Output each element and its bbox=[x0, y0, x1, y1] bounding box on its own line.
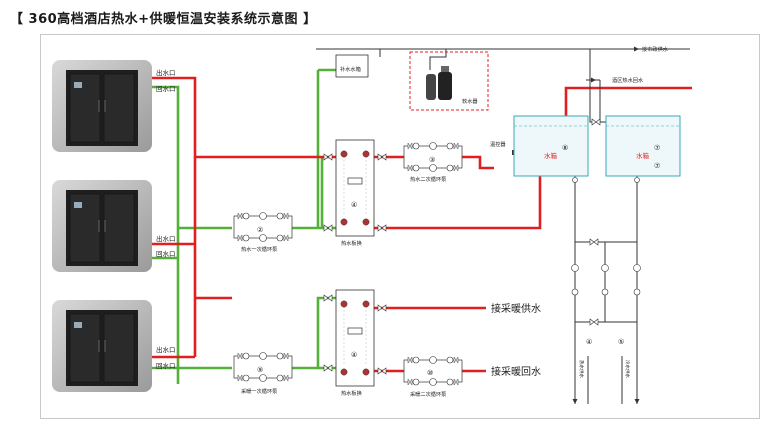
diagram-frame bbox=[40, 34, 760, 419]
label-hot-primary-pump: 热水一次循环泵 bbox=[241, 245, 277, 253]
marker-2: ② bbox=[257, 226, 263, 234]
label-water-tank-2: 水箱 bbox=[636, 151, 650, 160]
label-makeup-tank: 补水水箱 bbox=[340, 65, 361, 73]
label-outlet-1: 出水口 bbox=[156, 68, 176, 77]
water-tank-2 bbox=[605, 115, 681, 177]
label-outlet-3: 出水口 bbox=[156, 345, 176, 354]
makeup-tank bbox=[335, 54, 369, 78]
label-outlet-2: 出水口 bbox=[156, 234, 176, 243]
heater-unit-2 bbox=[51, 179, 153, 273]
label-hot-secondary-pump: 热水二次循环泵 bbox=[410, 175, 446, 183]
label-water-tank-1: 水箱 bbox=[544, 151, 558, 160]
marker-4-top: ④ bbox=[351, 201, 357, 209]
marker-8: ⑧ bbox=[562, 144, 568, 152]
label-riser-left: 热水供水 bbox=[578, 360, 585, 378]
page-title: 【 360高档酒店热水+供暖恒温安装系统示意图 】 bbox=[10, 12, 317, 27]
marker-9: ⑨ bbox=[257, 366, 263, 374]
heater-unit-3 bbox=[51, 299, 153, 393]
marker-7-a: ⑦ bbox=[654, 144, 660, 152]
marker-4-bottom: ④ bbox=[351, 351, 357, 359]
label-hotel-return: 酒区热水回水 bbox=[612, 76, 644, 84]
water-tank-1 bbox=[513, 115, 589, 177]
label-heating-secondary-pump: 采暖二次循环泵 bbox=[410, 390, 446, 398]
label-softener: 软水器 bbox=[462, 97, 478, 105]
label-return-3: 回水口 bbox=[156, 361, 176, 370]
label-temp-controller: 温控器 bbox=[490, 140, 506, 148]
label-hot-exchanger: 热水板换 bbox=[341, 239, 363, 247]
marker-3: ③ bbox=[429, 156, 435, 164]
heater-unit-1 bbox=[51, 59, 153, 153]
return-pipes bbox=[152, 62, 344, 384]
marker-10: ⑩ bbox=[427, 369, 433, 377]
label-return-1: 回水口 bbox=[156, 84, 176, 93]
label-heating-return: 接采暖回水 bbox=[491, 365, 541, 378]
label-heating-exchanger: 热水板换 bbox=[341, 389, 363, 397]
label-heating-supply: 接采暖供水 bbox=[491, 302, 541, 315]
marker-5-riser: ⑤ bbox=[618, 338, 624, 346]
label-riser-right: 冷水供水 bbox=[624, 360, 631, 378]
marker-7-b: ⑦ bbox=[654, 162, 660, 170]
riser-pumps bbox=[571, 177, 641, 296]
heating-exchanger bbox=[335, 289, 375, 387]
marker-4-riser: ④ bbox=[586, 338, 592, 346]
softener-box bbox=[409, 51, 489, 111]
label-heating-primary-pump: 采暖一次循环泵 bbox=[241, 387, 277, 395]
hot-water-exchanger bbox=[335, 139, 375, 237]
label-return-2: 回水口 bbox=[156, 249, 176, 258]
softener-icon bbox=[426, 66, 452, 100]
label-municipal-supply: 接市政供水 bbox=[642, 45, 669, 53]
